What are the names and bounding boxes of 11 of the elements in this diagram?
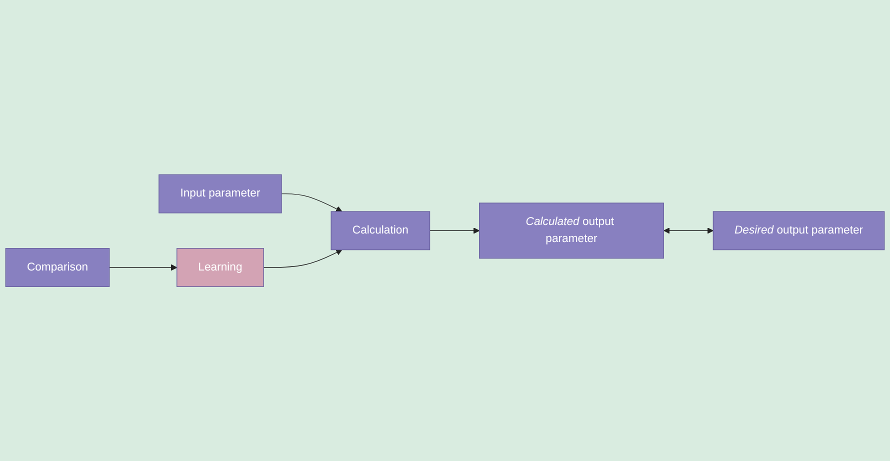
node-box: Calculation <box>330 211 430 250</box>
node-box: Input parameter <box>158 174 282 214</box>
arrow <box>429 227 480 234</box>
node-box: Learning <box>176 248 264 287</box>
arrow <box>664 227 714 234</box>
node-box: Calculated output parameter <box>479 202 664 258</box>
node-box: Desired output parameter <box>712 211 885 250</box>
arrow <box>281 193 342 212</box>
arrow <box>263 249 342 268</box>
node-box: Comparison <box>5 248 110 287</box>
arrow <box>108 264 178 270</box>
